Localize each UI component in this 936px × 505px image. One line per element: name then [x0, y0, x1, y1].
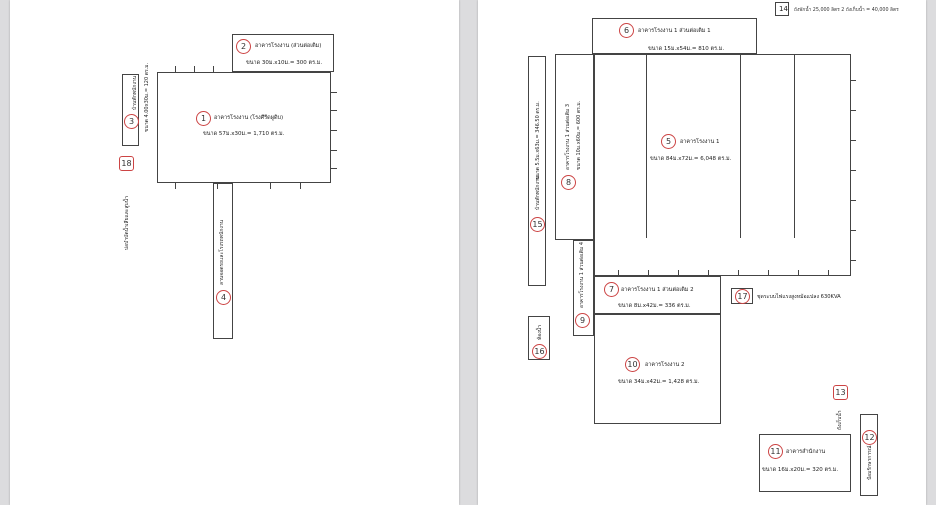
column-tick — [708, 270, 709, 276]
building-10-size: ขนาด 34ม.x42ม.= 1,428 ตร.ม. — [618, 379, 700, 385]
building-6-size: ขนาด 15ม.x54ม.= 810 ตร.ม. — [648, 46, 725, 52]
building-17-name: ชุดระบบไฟแรงสูงหม้อแปลง 630KVA — [757, 294, 841, 300]
building-5-size: ขนาด 84ม.x72ม.= 6,048 ตร.ม. — [650, 156, 732, 162]
building-10-number: 10 — [625, 357, 640, 372]
building-15-name: บ้านพักพนักงาน — [535, 175, 541, 210]
column-tick — [270, 183, 271, 189]
building-3-number: 3 — [124, 114, 139, 129]
building-14 — [775, 2, 789, 16]
building-2-name: อาคารโรงงาน (ส่วนต่อเติม) — [255, 43, 322, 49]
building-13-name: ถังเก็บน้ำ — [837, 410, 843, 430]
building-8-number: 8 — [561, 175, 576, 190]
column-tick — [828, 270, 829, 276]
building-2-number: 2 — [236, 39, 251, 54]
building-7-number: 7 — [604, 282, 619, 297]
building-12-number: 12 — [862, 430, 877, 445]
building-15 — [528, 56, 546, 286]
column-tick — [300, 183, 301, 189]
building-8 — [555, 54, 594, 240]
column-tick — [331, 150, 337, 151]
building-11-number: 11 — [768, 444, 783, 459]
building-13-number: 13 — [833, 385, 848, 400]
building-16-name: ห้องน้ำ — [537, 325, 543, 340]
building-9-name: อาคารโรงงาน 1 ส่วนต่อเติม 4 — [579, 241, 585, 308]
building-6 — [592, 18, 757, 54]
building-8-size: ขนาด 10ม.x60ม.= 600 ตร.ม. — [576, 100, 582, 170]
building-11 — [759, 434, 851, 492]
column-tick — [738, 270, 739, 276]
building-3-size: ขนาด 4.00x30ม.= 120 ตร.ม. — [144, 62, 150, 132]
building-7-size: ขนาด 8ม.x42ม.= 336 ตร.ม. — [618, 303, 691, 309]
column-tick — [331, 110, 337, 111]
building-9 — [573, 240, 594, 336]
building-5-partition — [646, 54, 648, 238]
building-2-size: ขนาด 30ม.x10ม.= 300 ตร.ม. — [246, 60, 323, 66]
building-1-number: 1 — [196, 111, 211, 126]
building-5-partition — [740, 54, 742, 238]
building-16-number: 16 — [532, 344, 547, 359]
building-10 — [594, 314, 721, 424]
plan-page-left: 2 อาคารโรงงาน (ส่วนต่อเติม) ขนาด 30ม.x10… — [10, 0, 459, 505]
plan-page-right: 14 ถังพักน้ำ 25,000 ลิตร 2 ถังเก็บน้ำ = … — [478, 0, 926, 505]
building-17-number: 17 — [735, 289, 750, 304]
building-11-name: อาคารสำนักงาน — [786, 449, 826, 455]
column-tick — [851, 140, 856, 141]
column-tick — [618, 270, 619, 276]
building-4 — [213, 183, 233, 339]
column-tick — [851, 80, 856, 81]
building-12 — [860, 414, 878, 496]
column-tick — [851, 170, 856, 171]
building-9-number: 9 — [575, 313, 590, 328]
building-4-name: ลานจอดรถและโรงรถพนักงาน — [219, 219, 225, 285]
building-3 — [122, 74, 139, 146]
building-6-number: 6 — [619, 23, 634, 38]
building-14-number: 14 — [779, 5, 788, 13]
building-16 — [528, 316, 550, 360]
column-tick — [175, 183, 176, 189]
column-tick — [217, 183, 218, 189]
building-8-name: อาคารโรงงาน 1 ส่วนต่อเติม 3 — [565, 103, 571, 170]
building-1-size: ขนาด 57ม.x30ม.= 1,710 ตร.ม. — [203, 131, 285, 137]
building-5-name: อาคารโรงงาน 1 — [680, 139, 720, 145]
column-tick — [175, 66, 176, 72]
column-tick — [678, 270, 679, 276]
column-tick — [798, 270, 799, 276]
column-tick — [768, 270, 769, 276]
column-tick — [851, 110, 856, 111]
building-15-number: 15 — [530, 217, 545, 232]
building-10-name: อาคารโรงงาน 2 — [645, 362, 685, 368]
column-tick — [194, 66, 195, 72]
building-2 — [232, 34, 334, 72]
column-tick — [331, 168, 337, 169]
column-tick — [213, 66, 214, 72]
column-tick — [851, 200, 856, 201]
building-7 — [594, 276, 721, 314]
building-6-name: อาคารโรงงาน 1 ส่วนต่อเติม 1 — [638, 28, 711, 34]
building-5-number: 5 — [661, 134, 676, 149]
column-tick — [331, 92, 337, 93]
building-18-number: 18 — [119, 156, 134, 171]
building-5-partition — [794, 54, 796, 238]
column-tick — [851, 230, 856, 231]
building-3-name: บ้านพักพนักงาน — [132, 75, 138, 110]
column-tick — [648, 270, 649, 276]
building-12-name: ป้อมรักษาการณ์ — [867, 445, 873, 480]
building-7-name: อาคารโรงงาน 1 ส่วนต่อเติม 2 — [621, 287, 694, 293]
building-1-name: อาคารโรงงาน (โรงศีรีดผูดิบ) — [214, 115, 284, 121]
column-tick — [331, 130, 337, 131]
column-tick — [851, 260, 856, 261]
water-tank-note: ถังพักน้ำ 25,000 ลิตร 2 ถังเก็บน้ำ = 40,… — [794, 8, 899, 13]
building-1 — [157, 72, 331, 183]
building-18-name: บ่อบำบัดน้ำเสียและสูบน้ำ — [124, 196, 130, 250]
building-15-size: ขนาด 5.5ม.x63ม.= 346.50 ตร.ม. — [535, 101, 541, 180]
building-4-number: 4 — [216, 290, 231, 305]
building-11-size: ขนาด 16ม.x20ม.= 320 ตร.ม. — [762, 467, 839, 473]
building-5 — [594, 54, 851, 276]
